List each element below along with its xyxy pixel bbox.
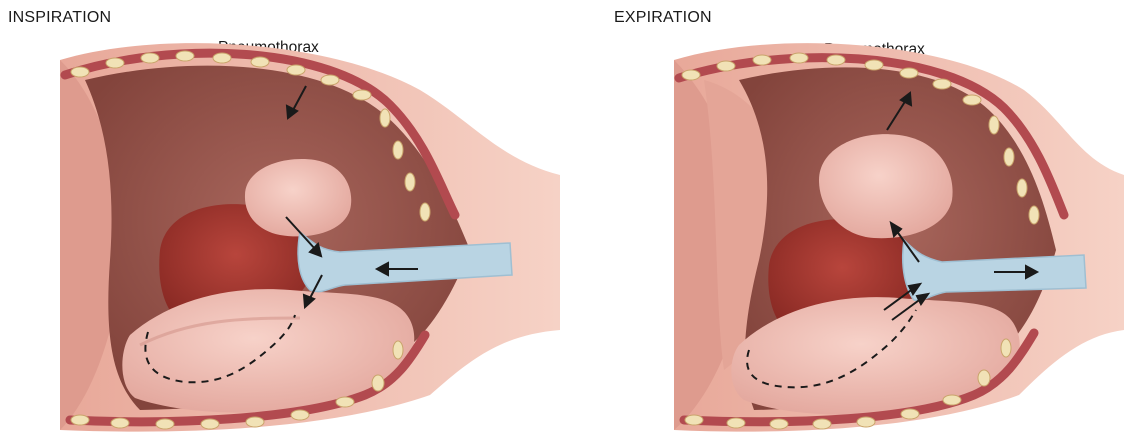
upper-lung-lobe [245,159,351,236]
expiration-panel: EXPIRATION Pneumothorax [564,0,1128,438]
inspiration-panel: INSPIRATION Pneumothorax [0,0,564,438]
expiration-illustration [564,0,1128,438]
inspiration-illustration [0,0,564,438]
upper-lung-lobe [819,134,953,238]
